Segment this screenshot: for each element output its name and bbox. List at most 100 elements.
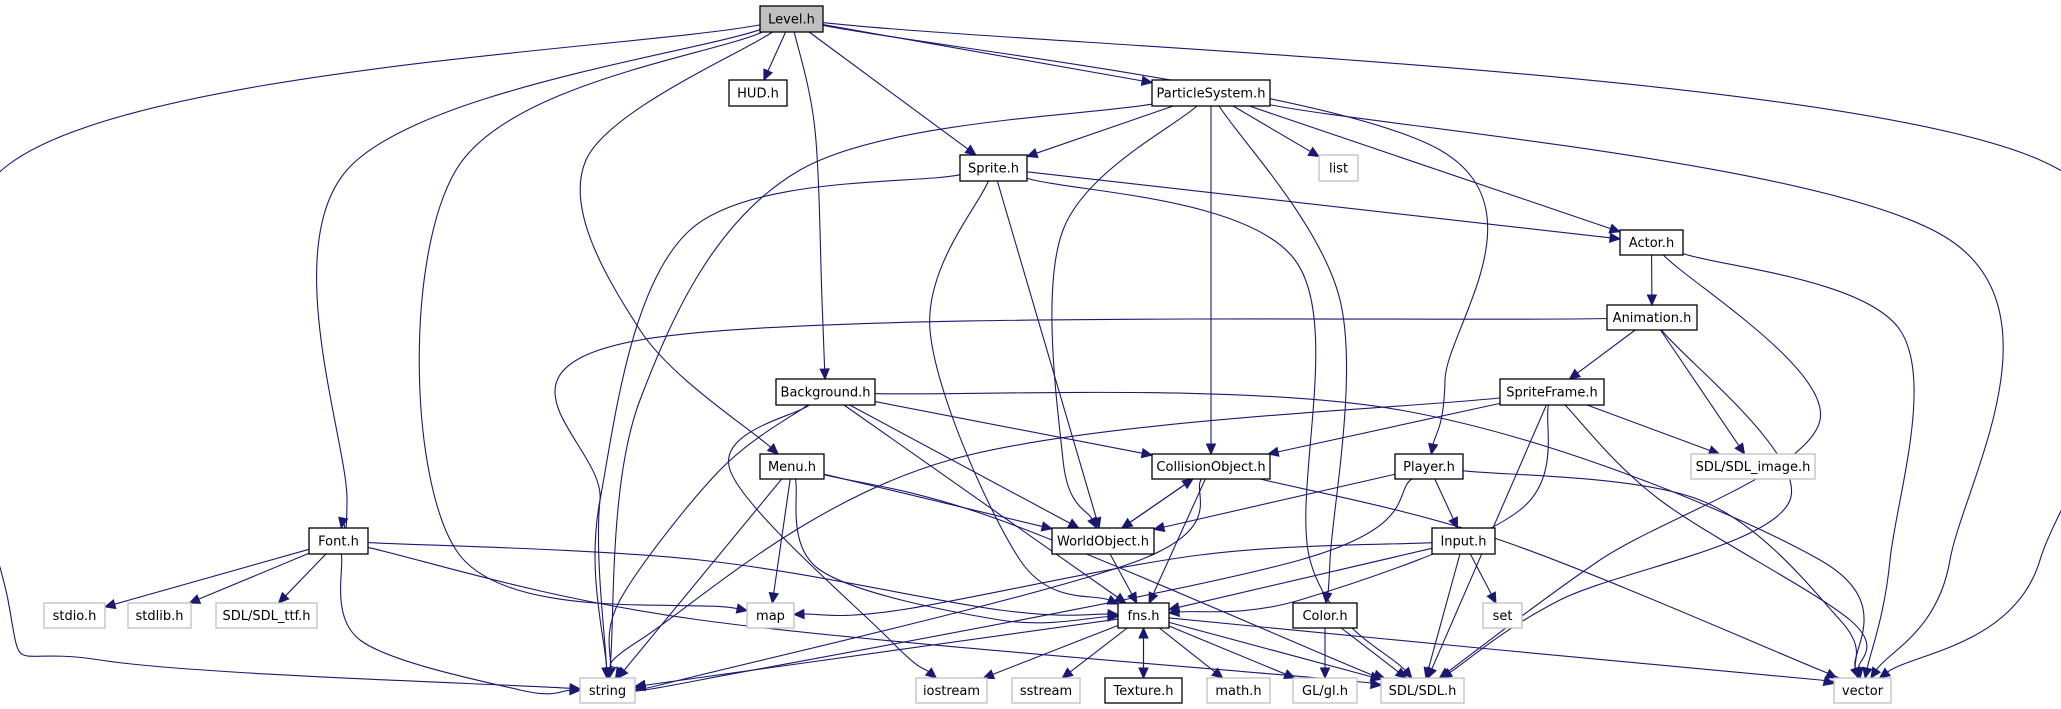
edge-particle-to-string bbox=[609, 103, 1153, 669]
node-label: fns.h bbox=[1128, 609, 1160, 624]
edge-background-to-vector bbox=[874, 391, 1865, 669]
arrowhead-particle-to-sprite bbox=[1025, 148, 1039, 159]
node-collision[interactable]: CollisionObject.h bbox=[1151, 453, 1271, 480]
node-box bbox=[1206, 677, 1271, 704]
node-background[interactable]: Background.h bbox=[775, 378, 876, 406]
arrowhead-menu-to-map bbox=[768, 591, 780, 605]
edge-font-to-sdlttf bbox=[285, 553, 327, 597]
arrowhead-particle-to-collision bbox=[1205, 443, 1217, 456]
edge-fns-to-math bbox=[1158, 627, 1216, 673]
arrowhead-particle-to-vector bbox=[1870, 666, 1882, 680]
node-box bbox=[1011, 677, 1081, 704]
node-color[interactable]: Color.h bbox=[1292, 602, 1358, 629]
edge-menu-to-string bbox=[623, 478, 783, 671]
node-fns[interactable]: fns.h bbox=[1117, 602, 1170, 629]
arrowhead-level-to-font bbox=[338, 516, 349, 530]
edge-animation-to-sdlimage bbox=[1660, 329, 1740, 447]
node-sdlttf: SDL/SDL_ttf.h bbox=[215, 602, 318, 629]
arrowhead-particle-to-actor bbox=[1608, 223, 1622, 234]
edge-menu-to-worldobject bbox=[823, 473, 1043, 527]
node-iostream: iostream bbox=[915, 677, 988, 704]
node-label: Sprite.h bbox=[968, 162, 1019, 177]
node-box bbox=[43, 602, 106, 629]
arrowhead-color-to-sdl bbox=[1394, 667, 1408, 679]
node-box bbox=[1619, 229, 1684, 256]
edge-background-to-worldobject bbox=[849, 404, 1071, 524]
node-input[interactable]: Input.h bbox=[1431, 527, 1496, 555]
arrowhead-animation-to-sdlimage bbox=[1734, 442, 1746, 456]
edge-fns-to-iostream bbox=[992, 624, 1119, 675]
node-actor[interactable]: Actor.h bbox=[1619, 229, 1684, 256]
arrowhead-player-to-vector bbox=[1850, 666, 1861, 680]
edge-worldobject-to-collision bbox=[1121, 484, 1185, 529]
arrowhead-input-to-sdl bbox=[1423, 666, 1434, 680]
node-box bbox=[1482, 602, 1523, 629]
arrowhead-level-to-hud bbox=[763, 68, 774, 82]
arrowhead-menu-to-string bbox=[617, 666, 629, 679]
node-label: Input.h bbox=[1440, 535, 1486, 550]
node-box bbox=[1431, 527, 1496, 555]
arrowhead-font-to-string bbox=[569, 685, 582, 696]
arrowhead-sprite-to-worldobject bbox=[1091, 516, 1102, 530]
edge-level-to-player bbox=[822, 24, 1489, 445]
edge-spriteframe-to-fns bbox=[1178, 404, 1550, 613]
node-glgl: GL/gl.h bbox=[1292, 677, 1358, 704]
arrowhead-color-to-glgl bbox=[1319, 667, 1331, 680]
edge-fns-to-sstream bbox=[1069, 627, 1128, 673]
node-math: math.h bbox=[1206, 677, 1271, 704]
node-label: Texture.h bbox=[1113, 684, 1174, 699]
node-worldobject[interactable]: WorldObject.h bbox=[1051, 527, 1155, 555]
node-box bbox=[1394, 453, 1464, 480]
edge-player-to-vector bbox=[1462, 470, 1858, 669]
arrowhead-font-to-sdl bbox=[1369, 678, 1383, 690]
arrowhead-level-to-player bbox=[1428, 442, 1439, 456]
node-font[interactable]: Font.h bbox=[308, 527, 369, 555]
edge-animation-to-sdl bbox=[1449, 329, 1793, 673]
arrowhead-level-to-vector bbox=[1878, 667, 1892, 679]
node-box bbox=[1151, 79, 1271, 107]
arrowhead-actor-to-vector bbox=[1862, 666, 1873, 680]
node-spriteframe[interactable]: SpriteFrame.h bbox=[1499, 378, 1605, 406]
node-label: iostream bbox=[923, 684, 980, 699]
node-menu[interactable]: Menu.h bbox=[759, 453, 825, 480]
node-texture[interactable]: Texture.h bbox=[1104, 677, 1183, 704]
node-label: GL/gl.h bbox=[1302, 684, 1348, 699]
node-label: Font.h bbox=[318, 535, 359, 550]
node-box bbox=[215, 602, 318, 629]
node-animation[interactable]: Animation.h bbox=[1606, 304, 1698, 331]
edge-color-to-sdl bbox=[1340, 627, 1399, 673]
node-label: list bbox=[1329, 162, 1348, 177]
arrowhead-player-to-worldobject bbox=[1152, 521, 1166, 533]
node-particle[interactable]: ParticleSystem.h bbox=[1151, 79, 1271, 107]
edge-font-to-string bbox=[340, 553, 571, 695]
node-sdlimage: SDL/SDL_image.h bbox=[1690, 453, 1816, 480]
node-label: map bbox=[756, 609, 785, 624]
edge-input-to-set bbox=[1469, 553, 1492, 595]
node-set: set bbox=[1482, 602, 1523, 629]
node-box bbox=[1117, 602, 1170, 629]
edge-particle-to-sprite bbox=[1036, 105, 1174, 154]
node-label: Level.h bbox=[768, 13, 815, 28]
node-sstream: sstream bbox=[1011, 677, 1081, 704]
arrowhead-background-to-worldobject bbox=[1067, 518, 1080, 529]
node-label: Menu.h bbox=[768, 460, 816, 475]
edge-worldobject-to-fns bbox=[1109, 553, 1133, 595]
arrowhead-particle-to-list bbox=[1307, 146, 1321, 158]
edge-spriteframe-to-sdlimage bbox=[1586, 404, 1711, 452]
node-box bbox=[1292, 677, 1358, 704]
node-box bbox=[1051, 527, 1155, 555]
node-sprite[interactable]: Sprite.h bbox=[959, 154, 1028, 182]
arrowhead-background-to-string bbox=[605, 666, 616, 680]
node-box bbox=[308, 527, 369, 555]
arrowhead-fns-to-string bbox=[633, 679, 647, 691]
node-hud[interactable]: HUD.h bbox=[728, 79, 788, 107]
arrowhead-font-to-stdio bbox=[103, 598, 117, 610]
node-player[interactable]: Player.h bbox=[1394, 453, 1464, 480]
arrowhead-fns-to-iostream bbox=[982, 669, 996, 680]
arrowhead-level-to-sprite bbox=[964, 144, 977, 156]
node-map: map bbox=[746, 602, 795, 629]
edge-collision-to-string bbox=[632, 478, 1202, 692]
arrowhead-input-to-map bbox=[792, 608, 805, 620]
node-level[interactable]: Level.h bbox=[759, 5, 824, 33]
arrowhead-texture-to-fns bbox=[1138, 626, 1149, 639]
